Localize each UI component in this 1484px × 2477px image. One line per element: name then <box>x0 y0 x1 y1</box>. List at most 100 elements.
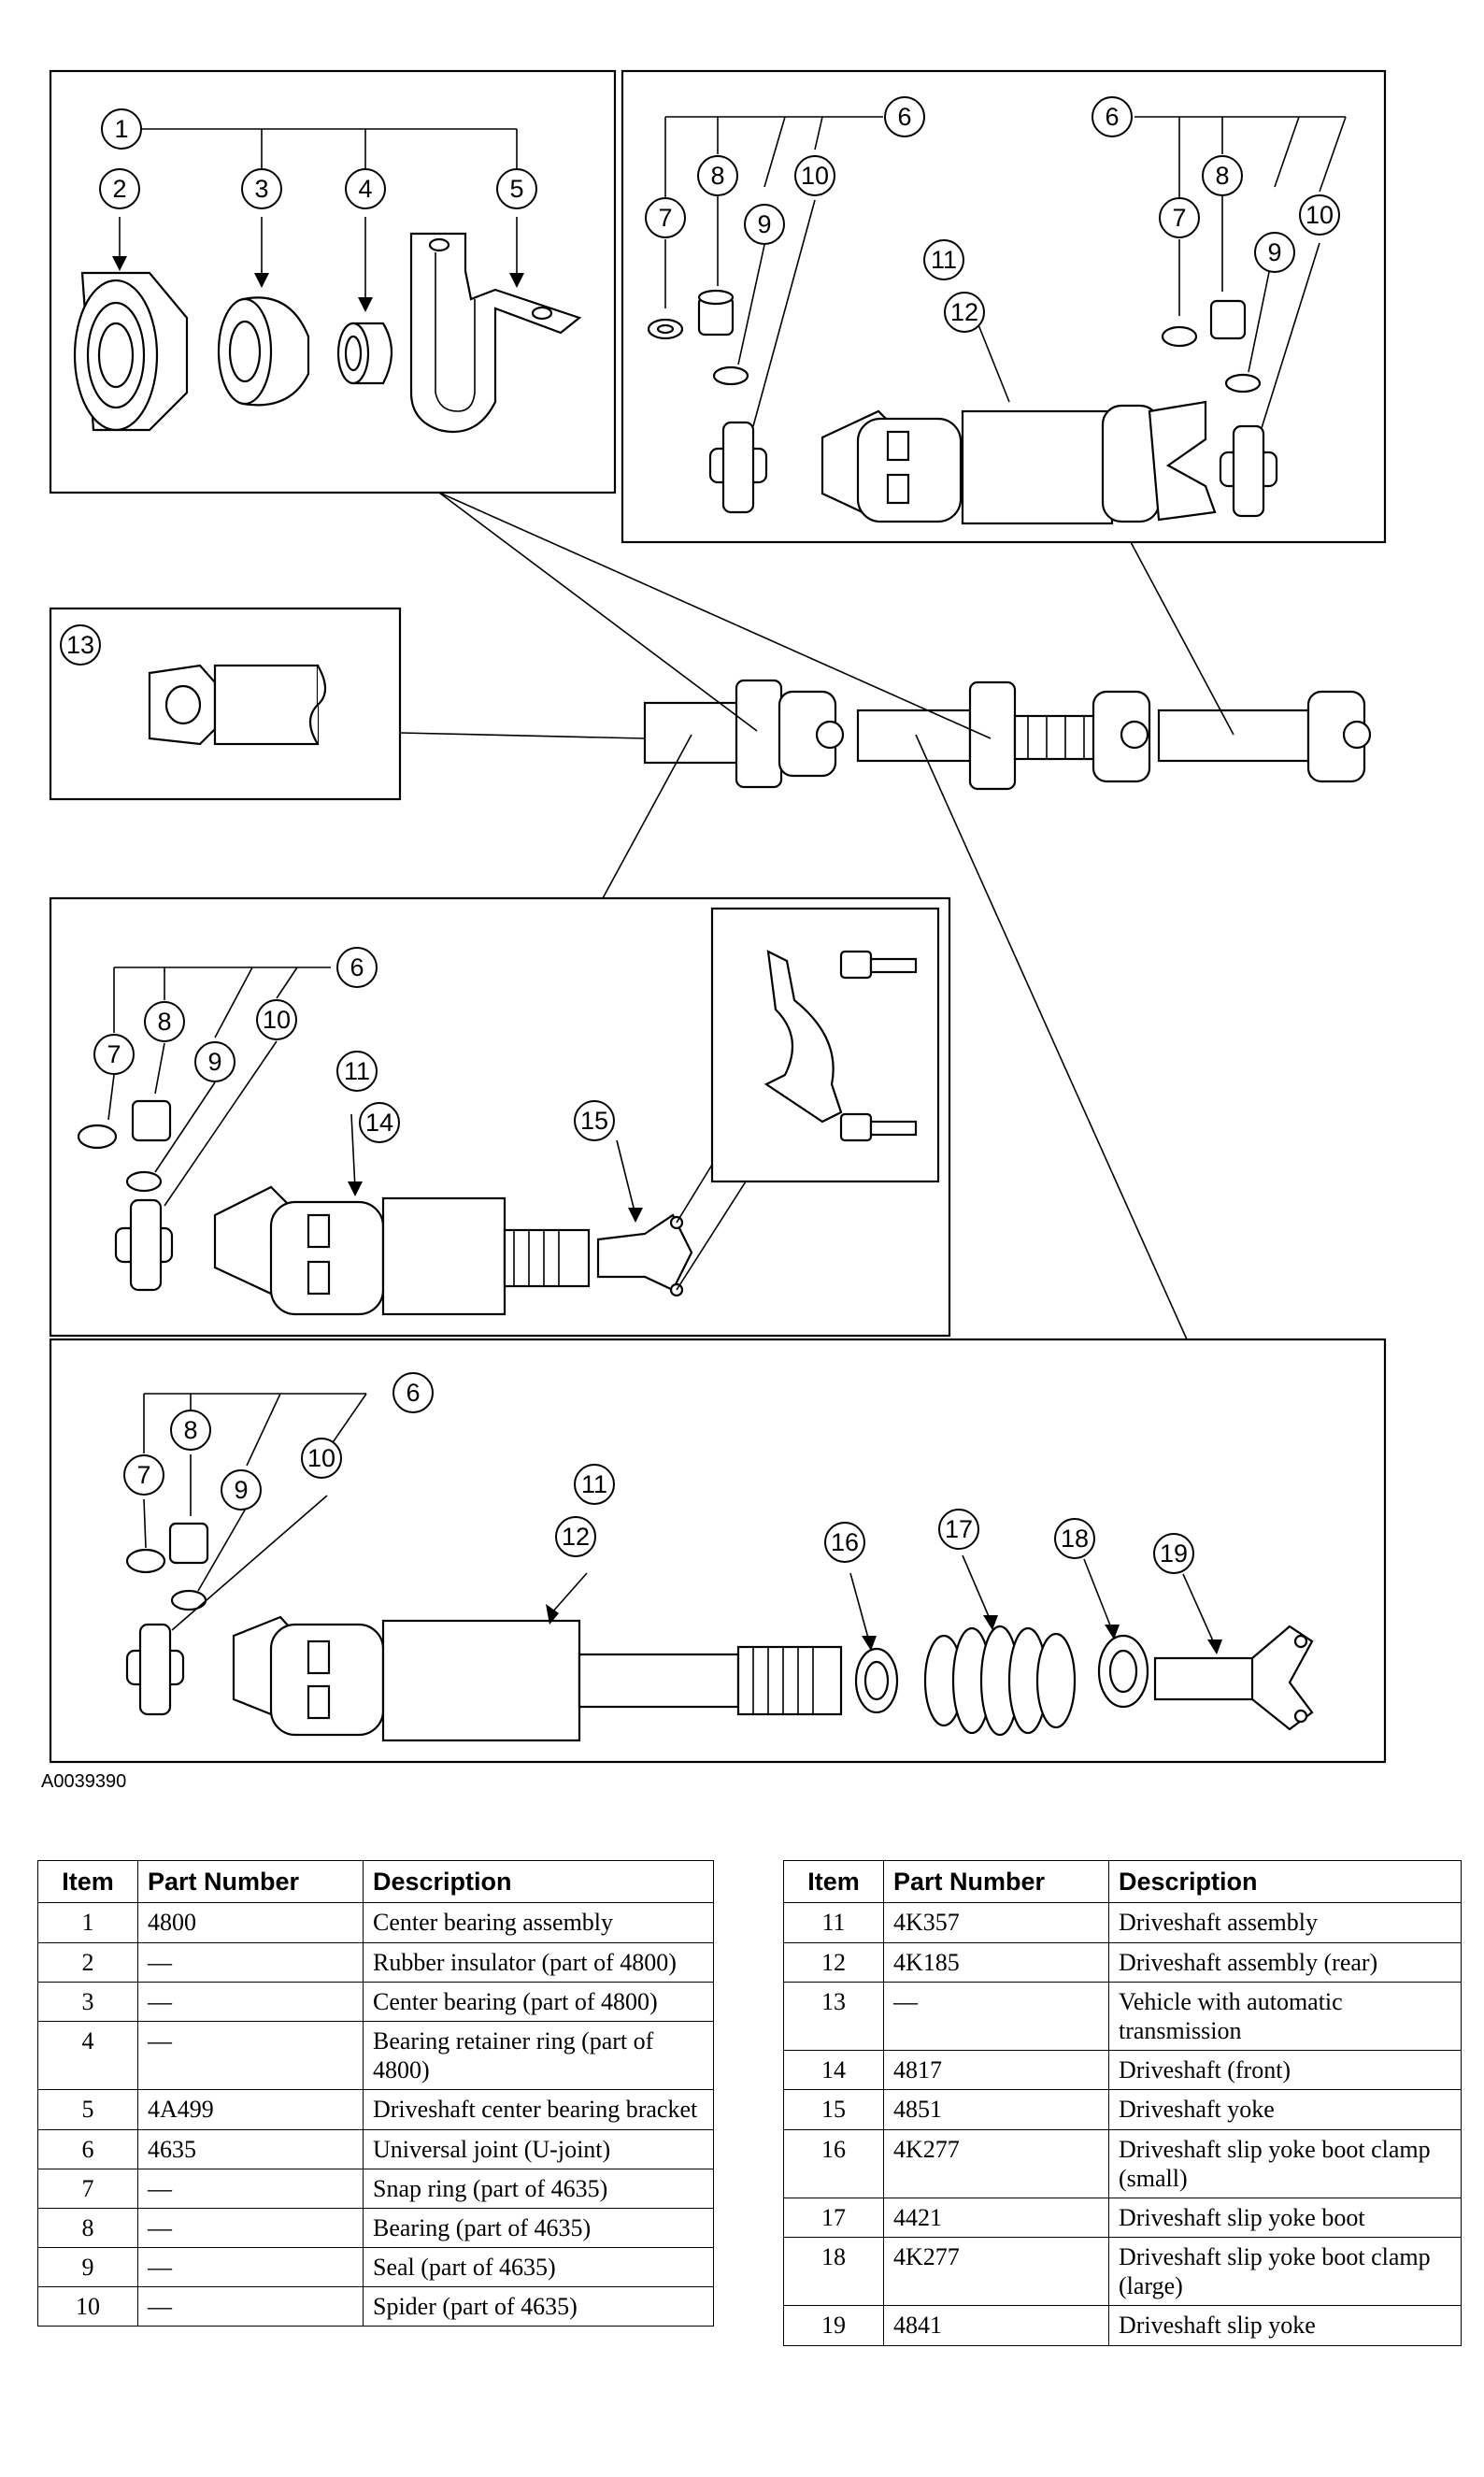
callout-18: 18 <box>1054 1518 1095 1559</box>
part-number-cell: 4841 <box>883 2305 1109 2346</box>
table-row: 7—Snap ring (part of 4635) <box>37 2168 714 2209</box>
header-description: Description <box>363 1859 714 1904</box>
item-cell: 15 <box>783 2089 884 2130</box>
svg-text:19: 19 <box>1160 1539 1188 1568</box>
callout-7: 7 <box>123 1454 164 1496</box>
part-number-cell: 4800 <box>137 1902 364 1943</box>
callout-6: 6 <box>336 947 378 988</box>
table-header-row: Item Part Number Description <box>37 1859 714 1904</box>
item-cell: 1 <box>37 1902 138 1943</box>
slip-driveshaft-tube <box>232 1615 843 1742</box>
callout-8: 8 <box>1202 155 1243 196</box>
callout-7: 7 <box>93 1034 135 1075</box>
description-cell: Driveshaft slip yoke boot clamp (large) <box>1108 2237 1462 2307</box>
callout-11: 11 <box>923 239 964 280</box>
description-cell: Driveshaft assembly (rear) <box>1108 1941 1462 1983</box>
description-cell: Driveshaft center bearing bracket <box>363 2089 714 2130</box>
callout-12: 12 <box>944 292 985 333</box>
part-number-cell: — <box>137 1981 364 2022</box>
callout-4: 4 <box>345 168 386 209</box>
svg-text:6: 6 <box>1105 103 1119 131</box>
item-cell: 10 <box>37 2286 138 2327</box>
slip-yoke-boot-part <box>923 1625 1077 1737</box>
callout-8: 8 <box>144 1001 185 1042</box>
callout-19: 19 <box>1153 1533 1194 1574</box>
table-row: 3—Center bearing (part of 4800) <box>37 1981 714 2022</box>
item-cell: 16 <box>783 2128 884 2198</box>
svg-text:13: 13 <box>66 631 94 659</box>
front-driveshaft-tube <box>213 1185 591 1316</box>
exploded-driveshaft-diagram: 1 2 3 4 5 6 7 8 9 10 11 12 6 8 10 7 9 13… <box>49 69 1387 1764</box>
table-row: 8—Bearing (part of 4635) <box>37 2207 714 2249</box>
description-cell: Driveshaft slip yoke boot clamp (small) <box>1108 2128 1462 2198</box>
spider-part <box>708 421 768 514</box>
boot-clamp-small-part <box>854 1647 899 1714</box>
description-cell: Universal joint (U-joint) <box>363 2128 714 2169</box>
bearing-retainer-ring-part <box>336 322 392 385</box>
callout-2: 2 <box>99 168 140 209</box>
description-cell: Driveshaft slip yoke <box>1108 2305 1462 2346</box>
part-number-cell: — <box>137 2286 364 2327</box>
item-cell: 9 <box>37 2247 138 2288</box>
item-cell: 18 <box>783 2237 884 2307</box>
callout-16: 16 <box>824 1522 865 1563</box>
callout-17: 17 <box>938 1509 979 1550</box>
item-cell: 19 <box>783 2305 884 2346</box>
bearing-cup-part <box>697 289 735 336</box>
callout-9: 9 <box>1254 232 1295 273</box>
description-cell: Snap ring (part of 4635) <box>363 2168 714 2209</box>
part-number-cell: 4817 <box>883 2050 1109 2091</box>
table-row: 13—Vehicle with automatic transmission <box>783 1981 1462 2052</box>
callout-6: 6 <box>884 96 925 137</box>
svg-text:7: 7 <box>107 1040 121 1068</box>
svg-text:7: 7 <box>136 1461 150 1489</box>
part-number-cell: — <box>137 1941 364 1983</box>
callout-6: 6 <box>392 1372 434 1413</box>
item-cell: 4 <box>37 2020 138 2091</box>
callout-5: 5 <box>496 168 537 209</box>
description-cell: Spider (part of 4635) <box>363 2286 714 2327</box>
svg-text:16: 16 <box>831 1528 859 1556</box>
callout-8: 8 <box>697 155 738 196</box>
header-part-number: Part Number <box>137 1859 364 1904</box>
item-cell: 6 <box>37 2128 138 2169</box>
item-cell: 17 <box>783 2197 884 2239</box>
description-cell: Rubber insulator (part of 4800) <box>363 1941 714 1983</box>
svg-text:10: 10 <box>1306 201 1334 229</box>
callout-9: 9 <box>194 1041 235 1082</box>
part-number-cell: — <box>137 2020 364 2091</box>
part-number-cell: — <box>137 2247 364 2288</box>
rubber-insulator-part <box>73 271 189 432</box>
svg-text:7: 7 <box>1172 204 1186 232</box>
strap-part <box>763 950 918 1142</box>
header-description: Description <box>1108 1859 1462 1904</box>
header-item: Item <box>37 1859 138 1904</box>
description-cell: Driveshaft yoke <box>1108 2089 1462 2130</box>
item-cell: 2 <box>37 1941 138 1983</box>
svg-text:10: 10 <box>801 162 829 190</box>
part-number-cell: 4K277 <box>883 2128 1109 2198</box>
svg-text:9: 9 <box>757 210 771 238</box>
panel-slip-yoke-driveshaft <box>49 1338 1387 1764</box>
panel-front-driveshaft <box>49 896 951 1338</box>
transmission-yoke <box>148 664 327 746</box>
item-cell: 8 <box>37 2207 138 2249</box>
svg-text:11: 11 <box>581 1470 607 1498</box>
svg-text:8: 8 <box>157 1008 171 1036</box>
bearing-bracket-part <box>409 232 582 434</box>
item-cell: 5 <box>37 2089 138 2130</box>
figure-code: A0039390 <box>41 1771 127 1792</box>
callout-8: 8 <box>170 1410 211 1451</box>
item-cell: 13 <box>783 1981 884 2052</box>
part-number-cell: 4A499 <box>137 2089 364 2130</box>
part-number-cell: 4635 <box>137 2128 364 2169</box>
panel-center-bearing <box>49 69 617 494</box>
svg-text:7: 7 <box>658 204 672 232</box>
part-number-cell: 4K277 <box>883 2237 1109 2307</box>
